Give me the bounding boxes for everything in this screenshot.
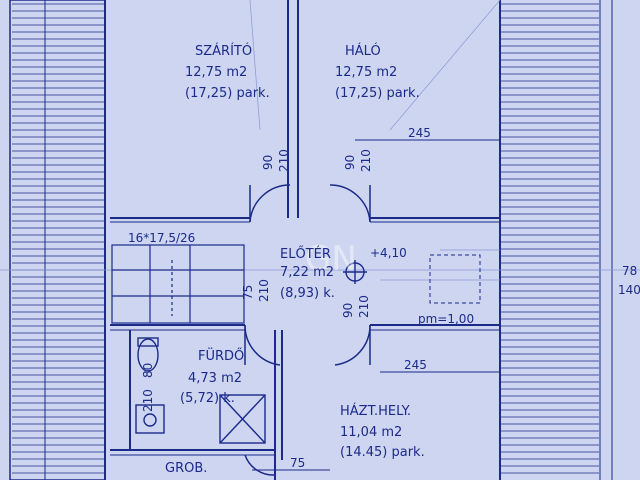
door-dim-e: 75: [241, 285, 255, 300]
level-label: +4,10: [370, 246, 407, 260]
stairs-label: 16*17,5/26: [128, 231, 195, 245]
right-dim-1: 78: [622, 264, 637, 278]
eloter-area: 7,22 m2: [280, 265, 334, 280]
halo-area: 12,75 m2: [335, 65, 397, 80]
faint-grid: [0, 0, 640, 281]
eloter-park: (8,93) k.: [280, 286, 335, 301]
door-dim-a: 90: [261, 155, 275, 170]
halo-park: (17,25) park.: [335, 86, 420, 101]
door-dim-f: 210: [257, 279, 271, 302]
furdo-park: (5,72) k.: [180, 391, 235, 406]
walls: [110, 0, 500, 480]
bathroom-fixtures: [135, 337, 266, 444]
szarito-park: (17,25) park.: [185, 86, 270, 101]
grob-name: GROB.: [165, 461, 207, 476]
roof-hatch-left: [9, 0, 106, 480]
door-dim-d: 210: [359, 149, 373, 172]
szarito-area: 12,75 m2: [185, 65, 247, 80]
door-dim-g: 90: [341, 303, 355, 318]
right-dim-2: 140: [618, 283, 640, 297]
door-dim-b: 210: [277, 149, 291, 172]
stairs: [111, 244, 245, 324]
dim-grob-label: 75: [290, 456, 305, 470]
pm-label: pm=1,00: [418, 312, 474, 326]
level-marker: [343, 260, 367, 284]
furdo-name: FÜRDŐ: [198, 347, 244, 364]
door-dim-c: 90: [343, 155, 357, 170]
dimension-lines: [252, 139, 500, 471]
furdo-area: 4,73 m2: [188, 371, 242, 386]
equipment-outline: [429, 254, 481, 304]
halo-name: HÁLÓ: [345, 43, 381, 59]
dim-top-label: 245: [408, 126, 431, 140]
haztartasi-name: HÁZT.HELY.: [340, 403, 411, 419]
watermark: GN: [305, 239, 357, 279]
haztartasi-park: (14.45) park.: [340, 445, 425, 460]
door-dim-h: 210: [357, 295, 371, 318]
dim-bottom-label: 245: [404, 358, 427, 372]
roof-hatch-right: [499, 0, 613, 480]
bath-dim: 80: [141, 363, 155, 378]
szarito-name: SZÁRÍTÓ: [195, 43, 252, 59]
eloter-name: ELŐTÉR: [280, 246, 331, 262]
haztartasi-area: 11,04 m2: [340, 425, 402, 440]
bath-dim-b: 210: [141, 389, 155, 412]
